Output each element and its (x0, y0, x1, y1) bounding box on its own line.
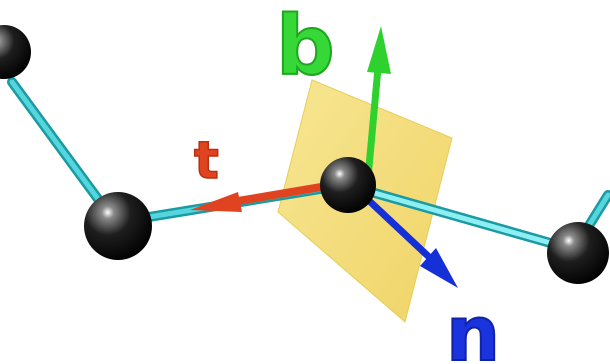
label-t: t (194, 131, 219, 191)
label-b: b (276, 0, 335, 94)
normal-vector (360, 192, 458, 288)
binormal-vector (364, 26, 391, 182)
bond-left-upper (7, 77, 117, 223)
atom-center (320, 157, 376, 213)
label-n: n (446, 289, 500, 364)
atom-right (547, 222, 609, 284)
atom-top-left (0, 25, 31, 79)
bond-center-right (345, 181, 580, 255)
atom-left (84, 192, 152, 260)
